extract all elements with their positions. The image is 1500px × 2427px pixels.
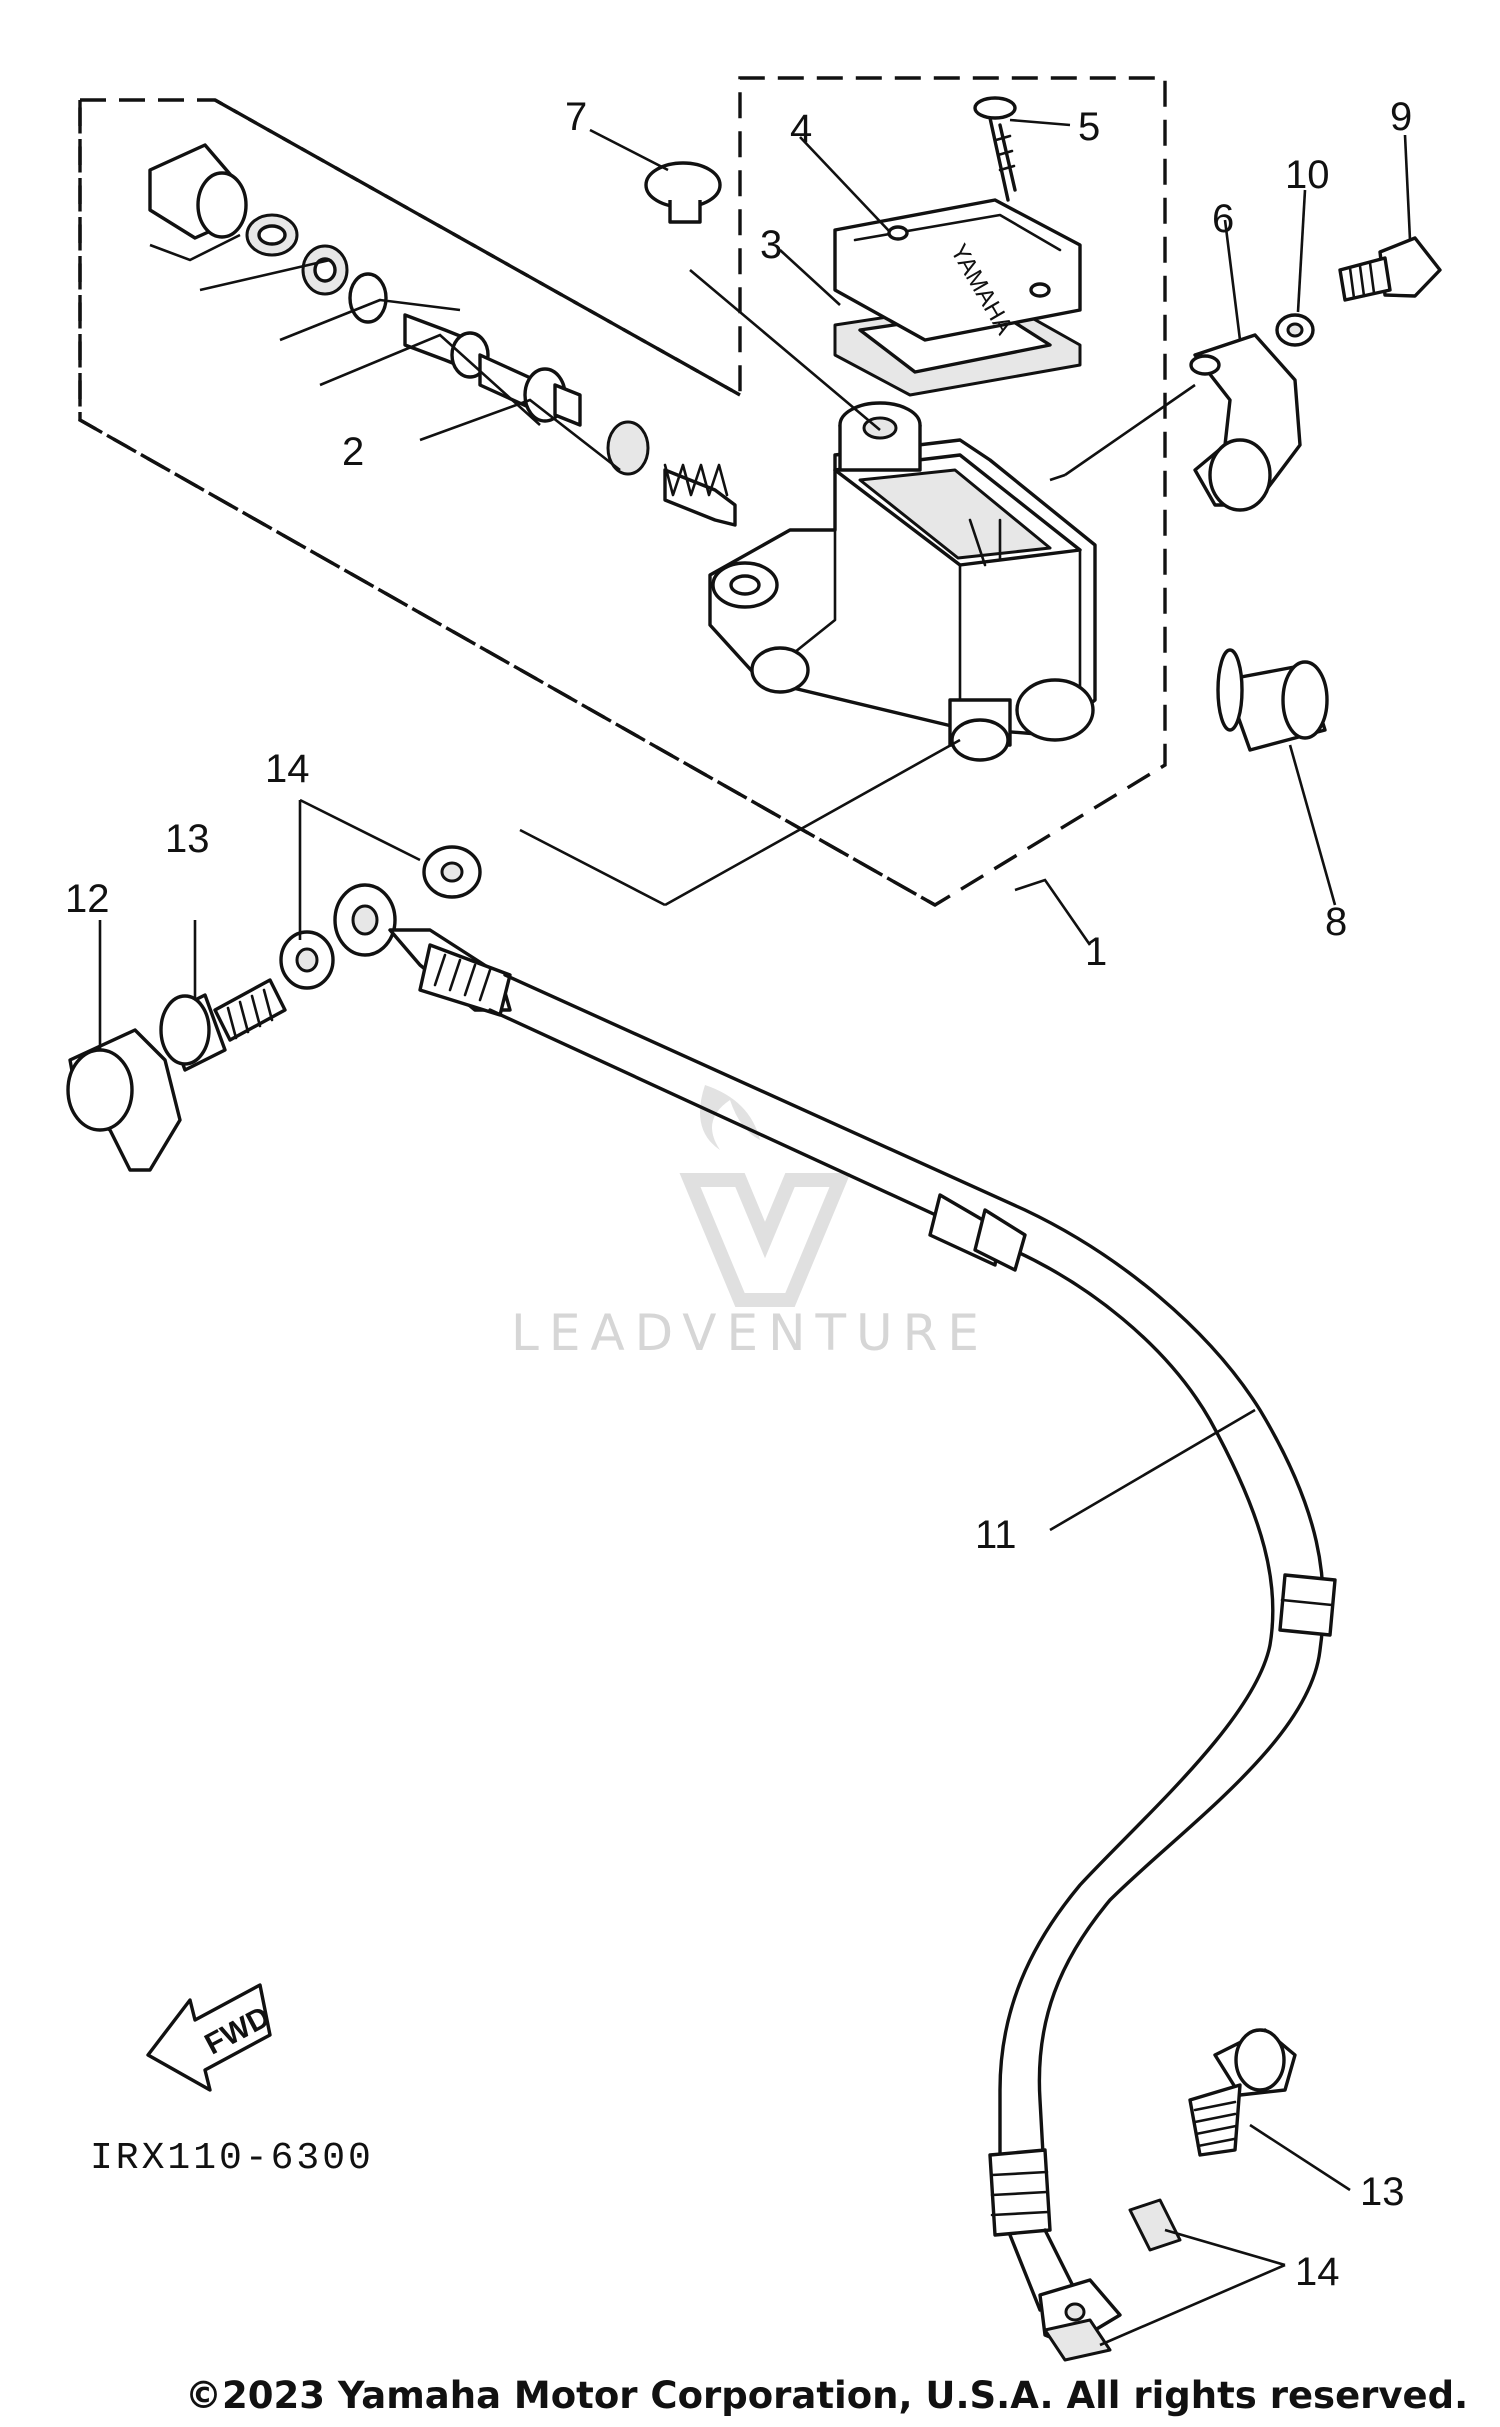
- rubber-cap-12: [66, 1028, 182, 1172]
- callout-13-upper: 13: [165, 817, 210, 861]
- washer-14-upper: [279, 845, 482, 990]
- callout-1: 1: [1085, 930, 1107, 974]
- callout-11: 11: [975, 1513, 1017, 1557]
- reservoir-cover-parts: YAMAHA: [833, 198, 1082, 397]
- bushing-8: [1216, 648, 1329, 752]
- bolt-9: [1338, 236, 1442, 302]
- screw-5: [973, 96, 1017, 202]
- cap-7: [644, 161, 722, 224]
- callout-5: 5: [1078, 105, 1100, 149]
- callout-14-lower: 14: [1295, 2250, 1340, 2294]
- washer-10: [1275, 313, 1315, 347]
- banjo-bolt-13-lower: [1188, 2028, 1297, 2157]
- callout-7: 7: [565, 95, 587, 139]
- callout-leaders: [98, 118, 1412, 2347]
- callout-10: 10: [1285, 153, 1330, 197]
- callout-14-upper: 14: [265, 747, 310, 791]
- callout-12: 12: [65, 877, 110, 921]
- callout-2: 2: [342, 430, 364, 474]
- callout-8: 8: [1325, 900, 1347, 944]
- banjo-bolt-13-upper: [159, 978, 287, 1072]
- watermark-text: LEADVENTURE: [511, 1304, 989, 1362]
- fwd-arrow-icon: FWD: [146, 1983, 275, 2092]
- watermark-logo: [679, 1085, 851, 1307]
- master-cylinder-body: [708, 401, 1097, 762]
- callout-3: 3: [760, 223, 782, 267]
- callout-4: 4: [790, 107, 812, 151]
- piston-kit: [148, 143, 737, 527]
- brake-hose-11: [333, 883, 1337, 2347]
- callout-6: 6: [1212, 197, 1234, 241]
- callout-9: 9: [1390, 95, 1412, 139]
- copyright-notice: ©2023 Yamaha Motor Corporation, U.S.A. A…: [185, 2374, 1468, 2417]
- piston-kit-outline: [78, 98, 936, 907]
- washer-14-lower: [1043, 2198, 1182, 2362]
- holder-6: [1189, 333, 1302, 512]
- callout-13-lower: 13: [1360, 2170, 1405, 2214]
- diagram-code: IRX110-6300: [90, 2137, 374, 2180]
